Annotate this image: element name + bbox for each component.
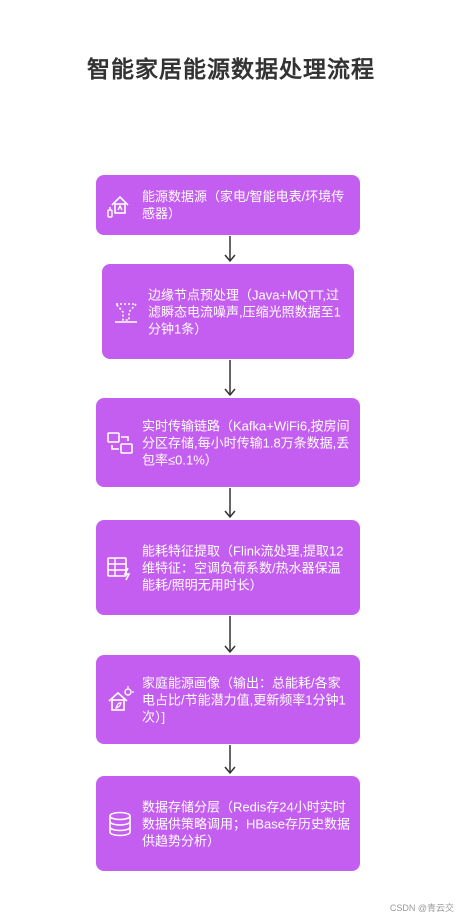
smart-home-icon (107, 195, 129, 218)
edge-filter-icon (114, 302, 138, 323)
step-realtime-transfer: 实时传输链路（Kafka+WiFi6,按房间分区存储,每小时传输1.8万条数据,… (96, 398, 360, 487)
step-edge-preprocessing: 边缘节点预处理（Java+MQTT,过滤瞬态电流噪声,压缩光照数据至1分钟1条） (102, 264, 354, 359)
feature-table-icon (107, 556, 131, 580)
step-label: 家庭能源画像（输出：总能耗/各家电占比/节能潜力值,更新频率1分钟1次）] (142, 675, 346, 724)
step-label: 能源数据源（家电/智能电表/环境传感器） (142, 189, 345, 221)
flow-arrow (224, 236, 236, 263)
database-icon (109, 811, 131, 836)
flow-arrow (224, 616, 236, 654)
step-label: 能耗特征提取（Flink流处理,提取12维特征：空调负荷系数/热水器保温能耗/照… (142, 543, 344, 592)
step-home-energy-profile: 家庭能源画像（输出：总能耗/各家电占比/节能潜力值,更新频率1分钟1次）] (96, 655, 360, 744)
step-feature-extraction: 能耗特征提取（Flink流处理,提取12维特征：空调负荷系数/热水器保温能耗/照… (96, 520, 360, 615)
flow-arrow (224, 360, 236, 397)
diagram-title: 智能家居能源数据处理流程 (87, 56, 375, 82)
watermark: CSDN @青云交 (389, 903, 454, 913)
step-data-storage: 数据存储分层（Redis存24小时实时数据供策略调用；HBase存历史数据供趋势… (96, 776, 360, 871)
step-label: 边缘节点预处理（Java+MQTT,过滤瞬态电流噪声,压缩光照数据至1分钟1条） (148, 287, 341, 336)
transfer-icon (107, 431, 133, 454)
flow-arrow (224, 488, 236, 519)
step-label: 实时传输链路（Kafka+WiFi6,按房间分区存储,每小时传输1.8万条数据,… (142, 418, 350, 467)
flow-arrow (224, 745, 236, 775)
step-label: 数据存储分层（Redis存24小时实时数据供策略调用；HBase存历史数据供趋势… (142, 799, 351, 848)
step-energy-source: 能源数据源（家电/智能电表/环境传感器） (96, 175, 360, 235)
home-energy-icon (108, 685, 134, 711)
